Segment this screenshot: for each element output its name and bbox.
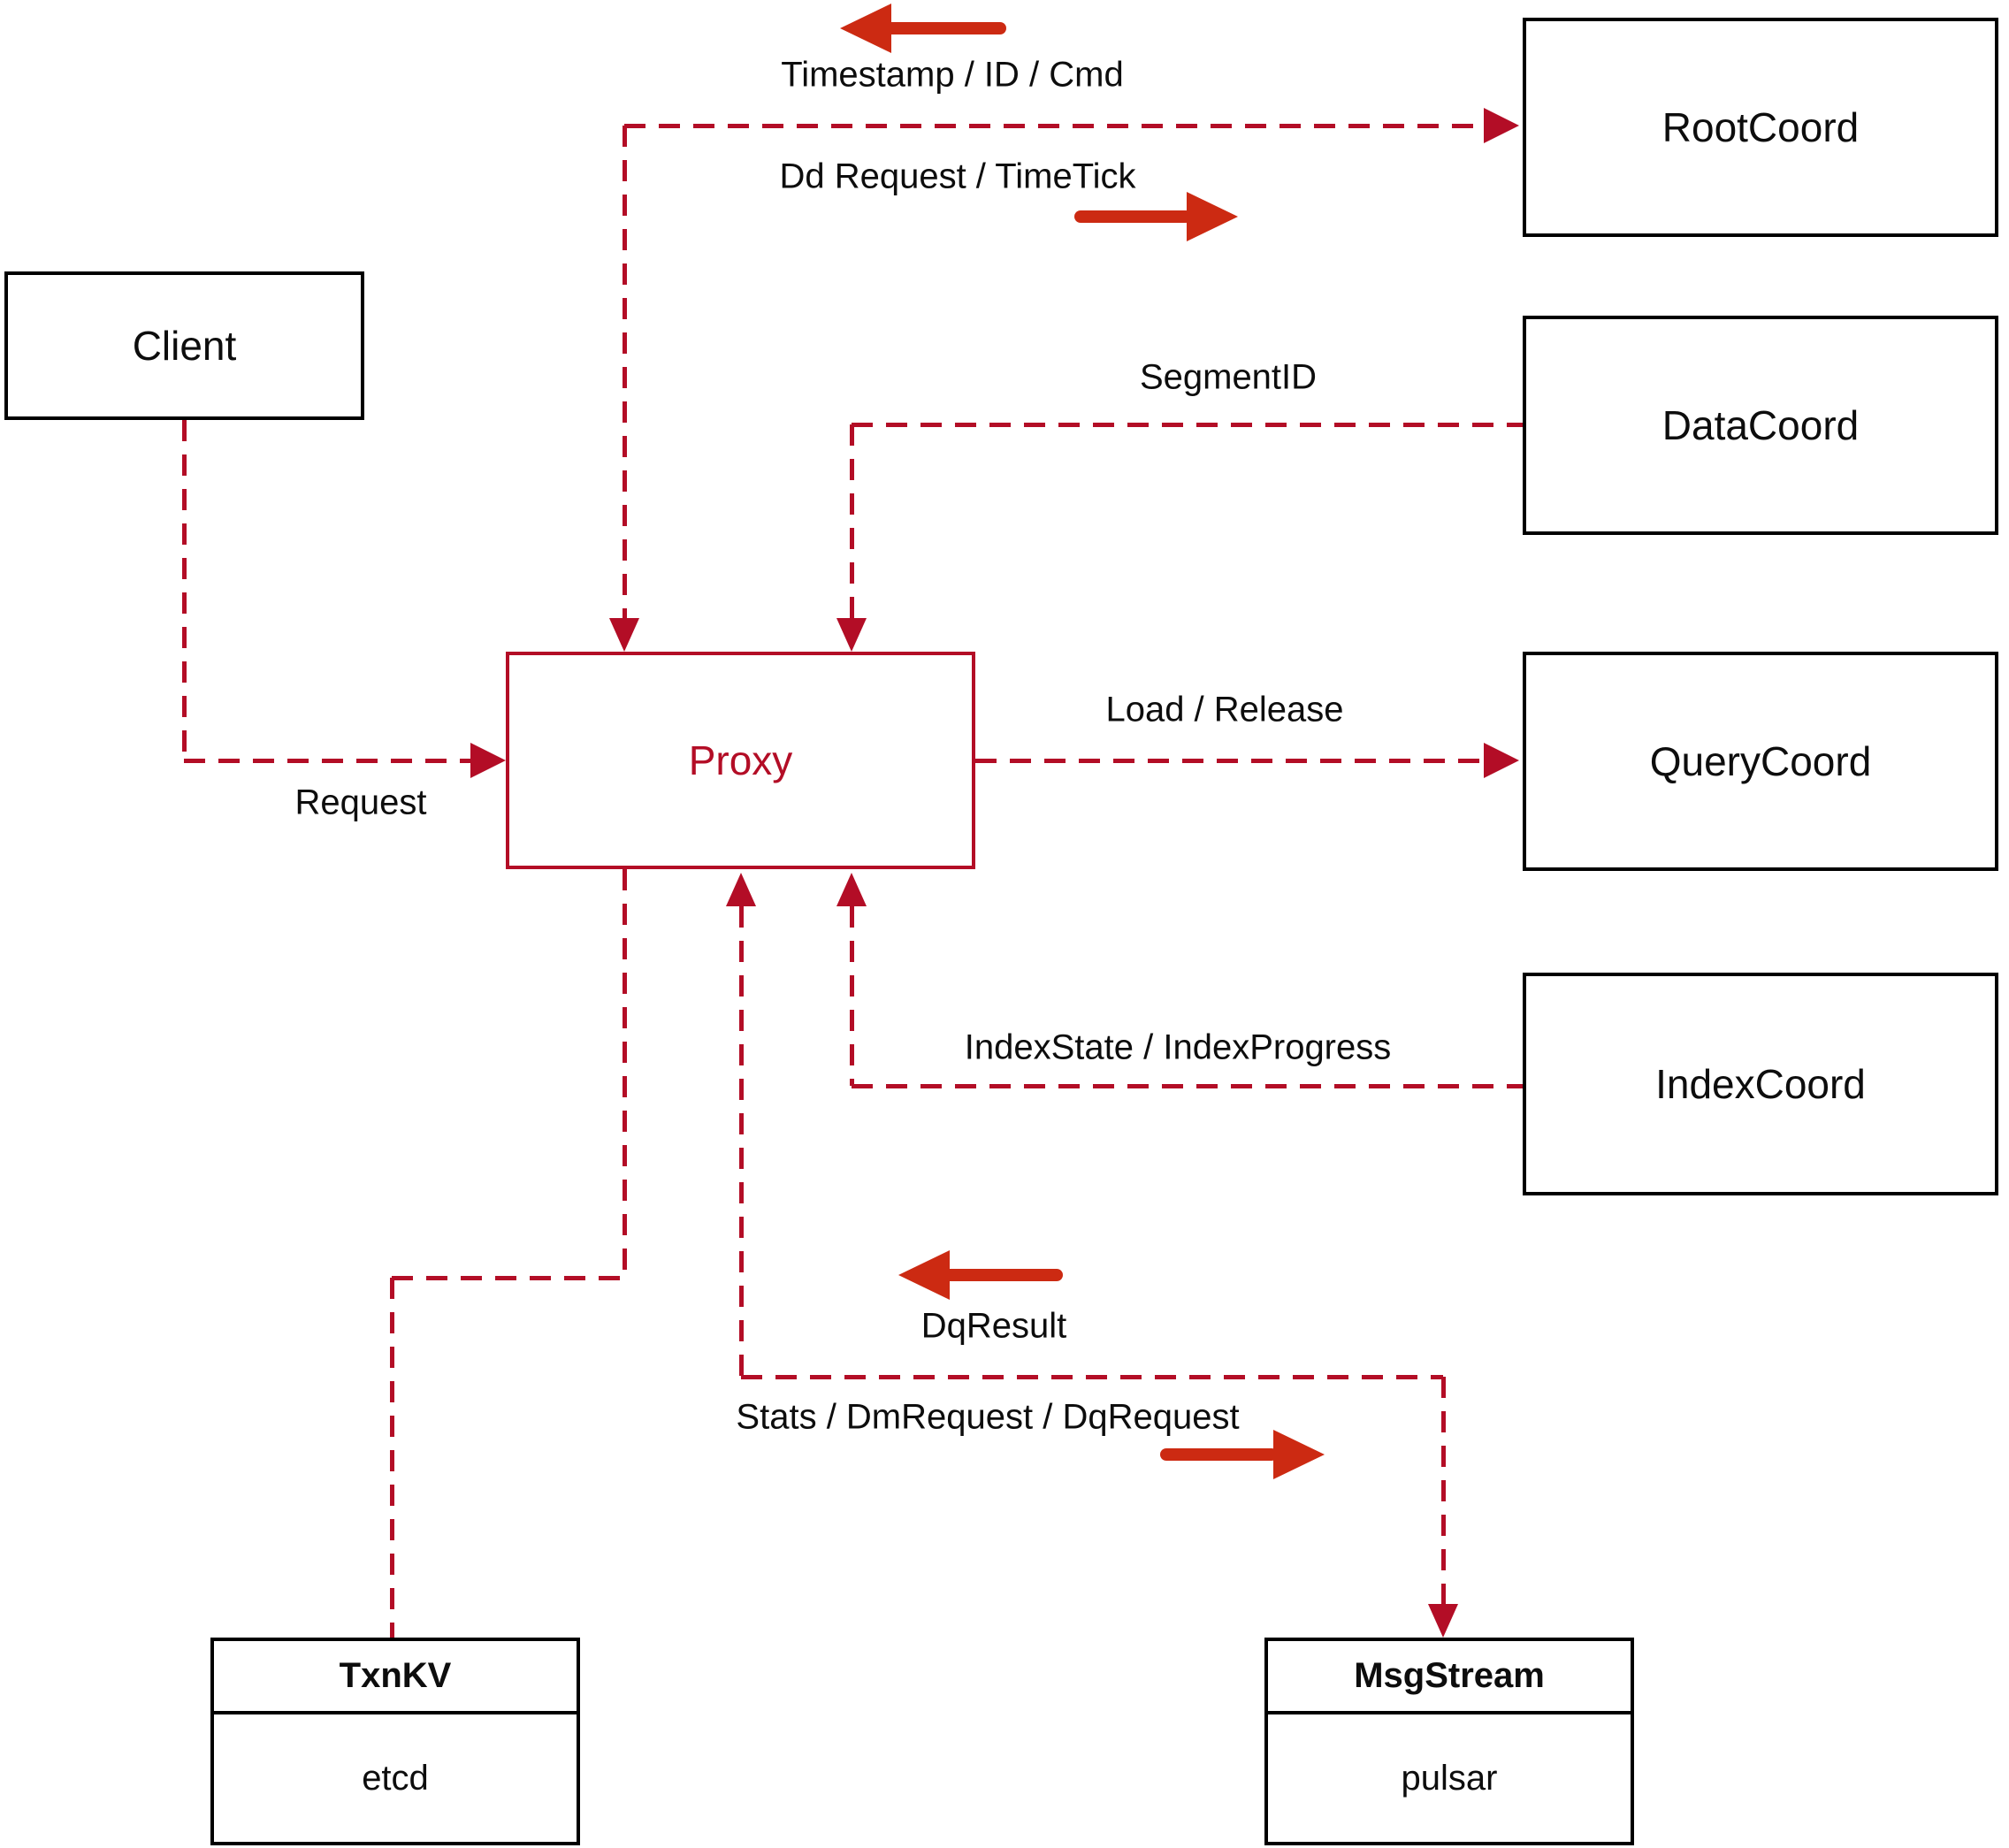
node-txnkv: TxnKV etcd <box>210 1638 580 1845</box>
arrow-right-icon <box>1273 1430 1325 1479</box>
node-msgstream-subtitle: pulsar <box>1401 1758 1498 1798</box>
node-proxy: Proxy <box>506 652 975 869</box>
edge-proxy-txnkv-vertical-upper <box>623 869 627 1278</box>
arrowhead-into-proxy-top-right <box>836 618 867 652</box>
edge-proxy-querycoord-horizontal <box>975 759 1484 763</box>
edge-label-indexstate-indexprogress: IndexState / IndexProgress <box>964 1027 1392 1067</box>
node-msgstream-title: MsgStream <box>1268 1641 1631 1714</box>
arrowhead-into-proxy-bottom-left <box>726 873 756 906</box>
arrowhead-into-proxy-top-left <box>609 618 639 652</box>
arrowhead-into-querycoord <box>1484 743 1519 778</box>
edge-proxy-txnkv-vertical-lower <box>390 1278 394 1638</box>
edge-proxy-txnkv-horizontal <box>392 1276 624 1280</box>
edge-proxy-msgstream-horizontal <box>741 1375 1443 1379</box>
arrowhead-into-proxy-bottom-right <box>836 873 867 906</box>
edge-label-timestamp-id-cmd: Timestamp / ID / Cmd <box>781 55 1124 95</box>
node-rootcoord: RootCoord <box>1523 18 1998 237</box>
edge-rootcoord-proxy-vertical <box>623 126 627 618</box>
edge-label-dqresult: DqResult <box>920 1306 1067 1346</box>
node-indexcoord: IndexCoord <box>1523 973 1998 1195</box>
node-client-label: Client <box>132 323 237 369</box>
arrowhead-into-proxy-left <box>470 743 506 778</box>
edge-proxy-msgstream-vertical-upper <box>739 906 744 1377</box>
edge-datacoord-proxy-horizontal <box>852 423 1523 427</box>
edge-indexcoord-proxy-horizontal <box>852 1084 1523 1088</box>
edge-datacoord-proxy-vertical <box>850 424 854 618</box>
edge-client-proxy-vertical <box>182 420 187 760</box>
edge-label-stats-dmrequest-dqrequest: Stats / DmRequest / DqRequest <box>736 1397 1240 1437</box>
node-querycoord-label: QueryCoord <box>1649 738 1872 784</box>
arrow-left-icon <box>840 4 891 53</box>
edge-client-proxy-horizontal <box>184 759 470 763</box>
arrowhead-into-rootcoord <box>1484 108 1519 143</box>
edge-label-dd-request-timetick: Dd Request / TimeTick <box>779 157 1136 196</box>
edge-label-segment-id: SegmentID <box>1139 357 1318 397</box>
edge-label-load-release: Load / Release <box>1105 690 1344 729</box>
node-txnkv-title: TxnKV <box>214 1641 577 1714</box>
edge-indexcoord-proxy-vertical <box>850 906 854 1086</box>
node-proxy-label: Proxy <box>688 737 793 783</box>
edge-proxy-msgstream-vertical-lower <box>1441 1377 1446 1604</box>
node-rootcoord-label: RootCoord <box>1661 104 1860 150</box>
arrow-left-icon <box>898 1250 950 1300</box>
node-client: Client <box>4 271 364 420</box>
node-datacoord: DataCoord <box>1523 316 1998 535</box>
edge-label-request: Request <box>294 783 427 822</box>
arrowhead-into-msgstream <box>1428 1604 1458 1638</box>
node-msgstream: MsgStream pulsar <box>1264 1638 1634 1845</box>
node-txnkv-subtitle: etcd <box>362 1758 429 1798</box>
node-datacoord-label: DataCoord <box>1661 402 1860 448</box>
arrow-right-icon <box>1187 192 1238 241</box>
node-indexcoord-label: IndexCoord <box>1655 1061 1866 1107</box>
node-querycoord: QueryCoord <box>1523 652 1998 871</box>
edge-rootcoord-proxy-horizontal <box>624 124 1482 128</box>
